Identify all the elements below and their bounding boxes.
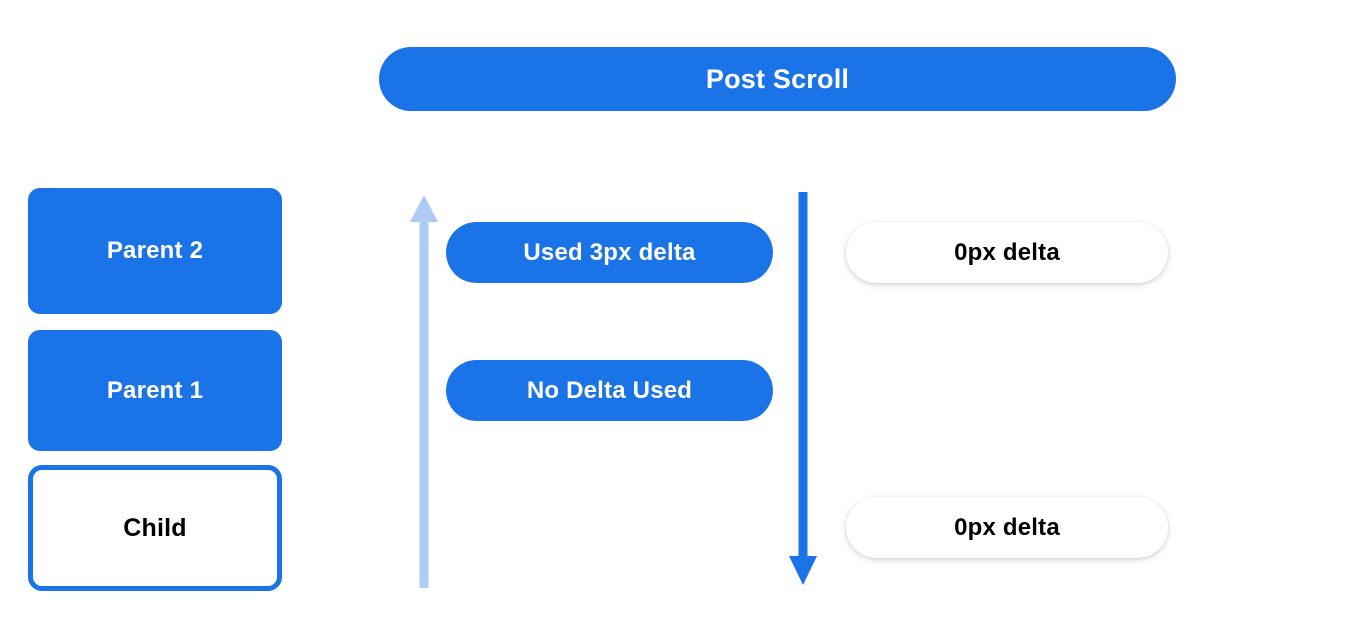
pill-label-used-3px-delta: Used 3px delta [523, 238, 696, 266]
scroll-down-arrow-icon [789, 192, 817, 585]
scroll-up-arrow-head [410, 195, 438, 222]
post-scroll-banner: Post Scroll [379, 47, 1176, 111]
node-box-parent-1[interactable]: Parent 1 [28, 330, 282, 451]
pill-label-no-delta-used: No Delta Used [526, 376, 693, 404]
node-label-parent-1: Parent 1 [106, 376, 204, 404]
pill-used-3px-delta[interactable]: Used 3px delta [446, 222, 773, 283]
pill-no-delta-used[interactable]: No Delta Used [446, 360, 773, 421]
node-label-child: Child [123, 513, 187, 542]
pill-remaining-delta-top[interactable]: 0px delta [846, 222, 1168, 283]
pill-label-remaining-delta-top: 0px delta [954, 238, 1060, 266]
scroll-down-arrow-head [789, 556, 817, 585]
pill-remaining-delta-bottom[interactable]: 0px delta [846, 497, 1168, 558]
scroll-up-arrow-icon [410, 195, 438, 588]
pill-label-remaining-delta-bottom: 0px delta [954, 513, 1060, 541]
node-box-child[interactable]: Child [28, 465, 282, 591]
node-box-parent-2[interactable]: Parent 2 [28, 188, 282, 314]
node-label-parent-2: Parent 2 [106, 237, 204, 264]
banner-title: Post Scroll [705, 63, 850, 94]
